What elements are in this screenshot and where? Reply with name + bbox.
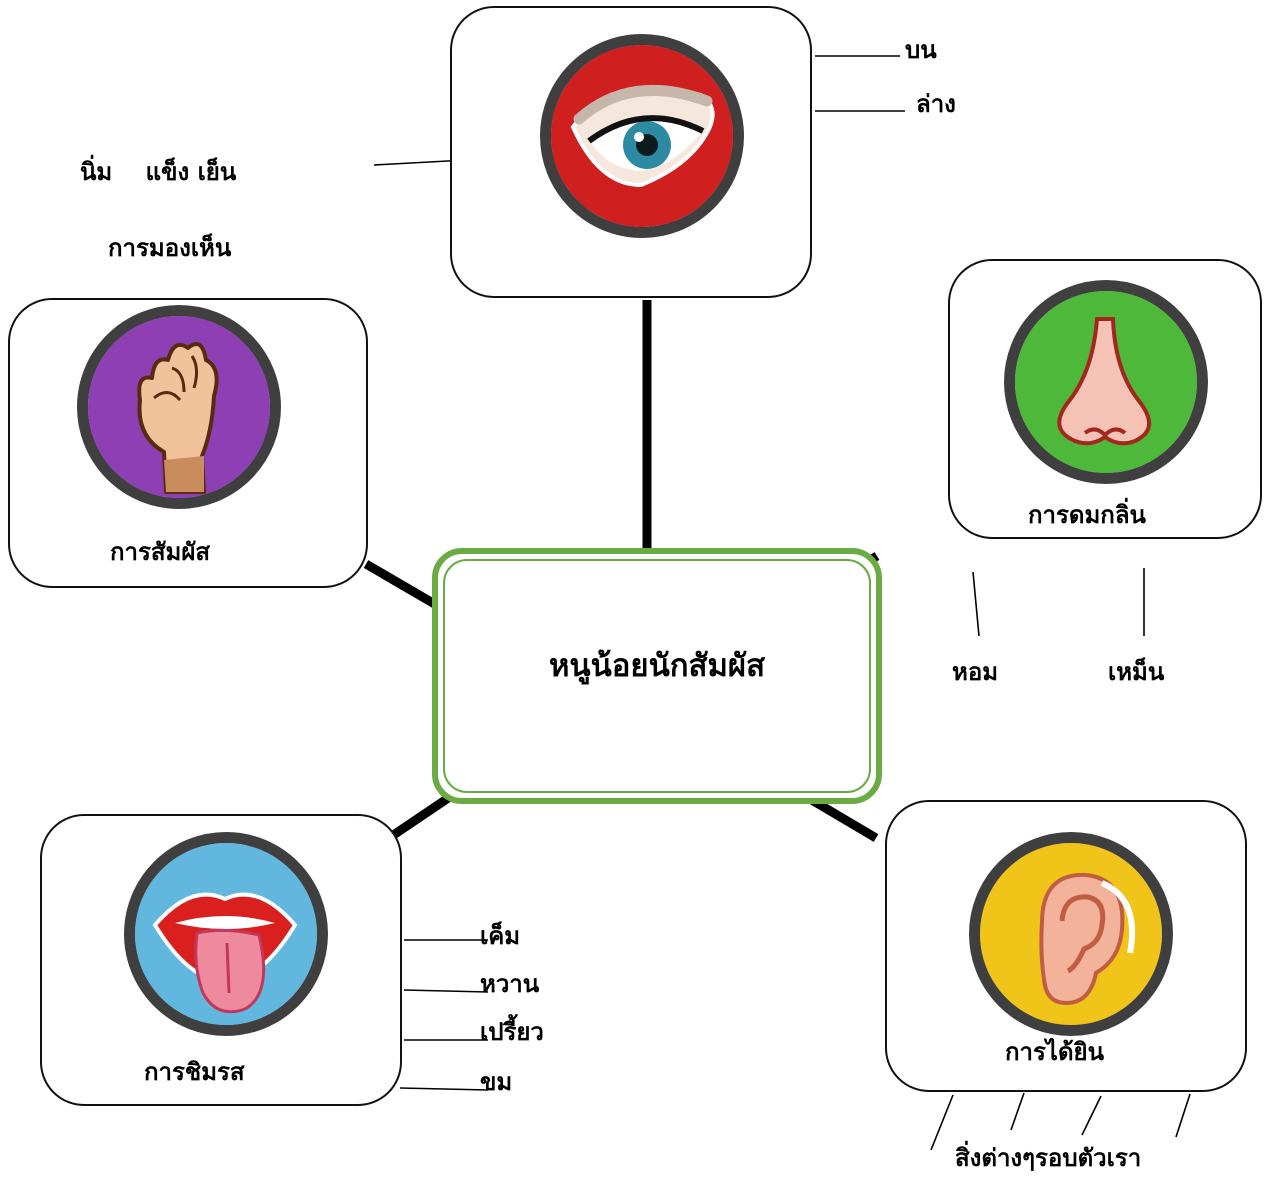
pointer-fragrant	[972, 571, 980, 637]
sense-card-taste: การชิมรส	[40, 814, 402, 1106]
nose-icon	[1004, 280, 1208, 484]
central-topic-box: หนูน้อยนักสัมผัส	[432, 548, 882, 804]
sense-label-hearing: การได้ยิน	[1005, 1038, 1105, 1066]
sense-label-taste: การชิมรส	[144, 1058, 245, 1086]
pointer-surround-3	[1081, 1095, 1102, 1136]
pointer-surround-2	[1010, 1092, 1025, 1131]
annotation-down: ล่าง	[916, 90, 956, 118]
pointer-surround-1	[930, 1094, 954, 1151]
hand-icon	[77, 305, 281, 509]
annotation-textures: นิ่ม แข็ง เย็น	[80, 158, 237, 186]
central-topic-title: หนูน้อยนักสัมผัส	[548, 648, 765, 684]
pointer-bitter	[399, 1087, 489, 1091]
sense-card-smell: การดมกลิ่น	[948, 259, 1262, 539]
annotation-fragrant: หอม	[952, 658, 999, 686]
mouth-icon	[124, 832, 328, 1036]
annotation-surroundings: สิ่งต่างๆรอบตัวเรา	[955, 1144, 1142, 1172]
sense-label-smell: การดมกลิ่น	[1028, 501, 1146, 529]
pointer-surround-4	[1175, 1093, 1191, 1138]
sense-card-hearing: การได้ยิน	[885, 800, 1247, 1092]
sense-card-sight	[450, 6, 812, 298]
annotation-up: บน	[905, 36, 937, 64]
annotation-salty: เค็ม	[480, 922, 521, 950]
sense-label-touch: การสัมผัส	[110, 538, 211, 566]
annotation-sweet: หวาน	[480, 970, 540, 998]
annotation-bitter: ขม	[480, 1068, 513, 1096]
ear-icon	[969, 832, 1173, 1036]
annotation-seeing: การมองเห็น	[108, 234, 232, 262]
sense-card-touch: การสัมผัส	[8, 298, 368, 588]
eye-icon	[540, 34, 744, 238]
pointer-sweet	[403, 989, 489, 993]
annotation-stinky: เหม็น	[1108, 658, 1165, 686]
annotation-sour: เปรี้ยว	[480, 1018, 544, 1046]
